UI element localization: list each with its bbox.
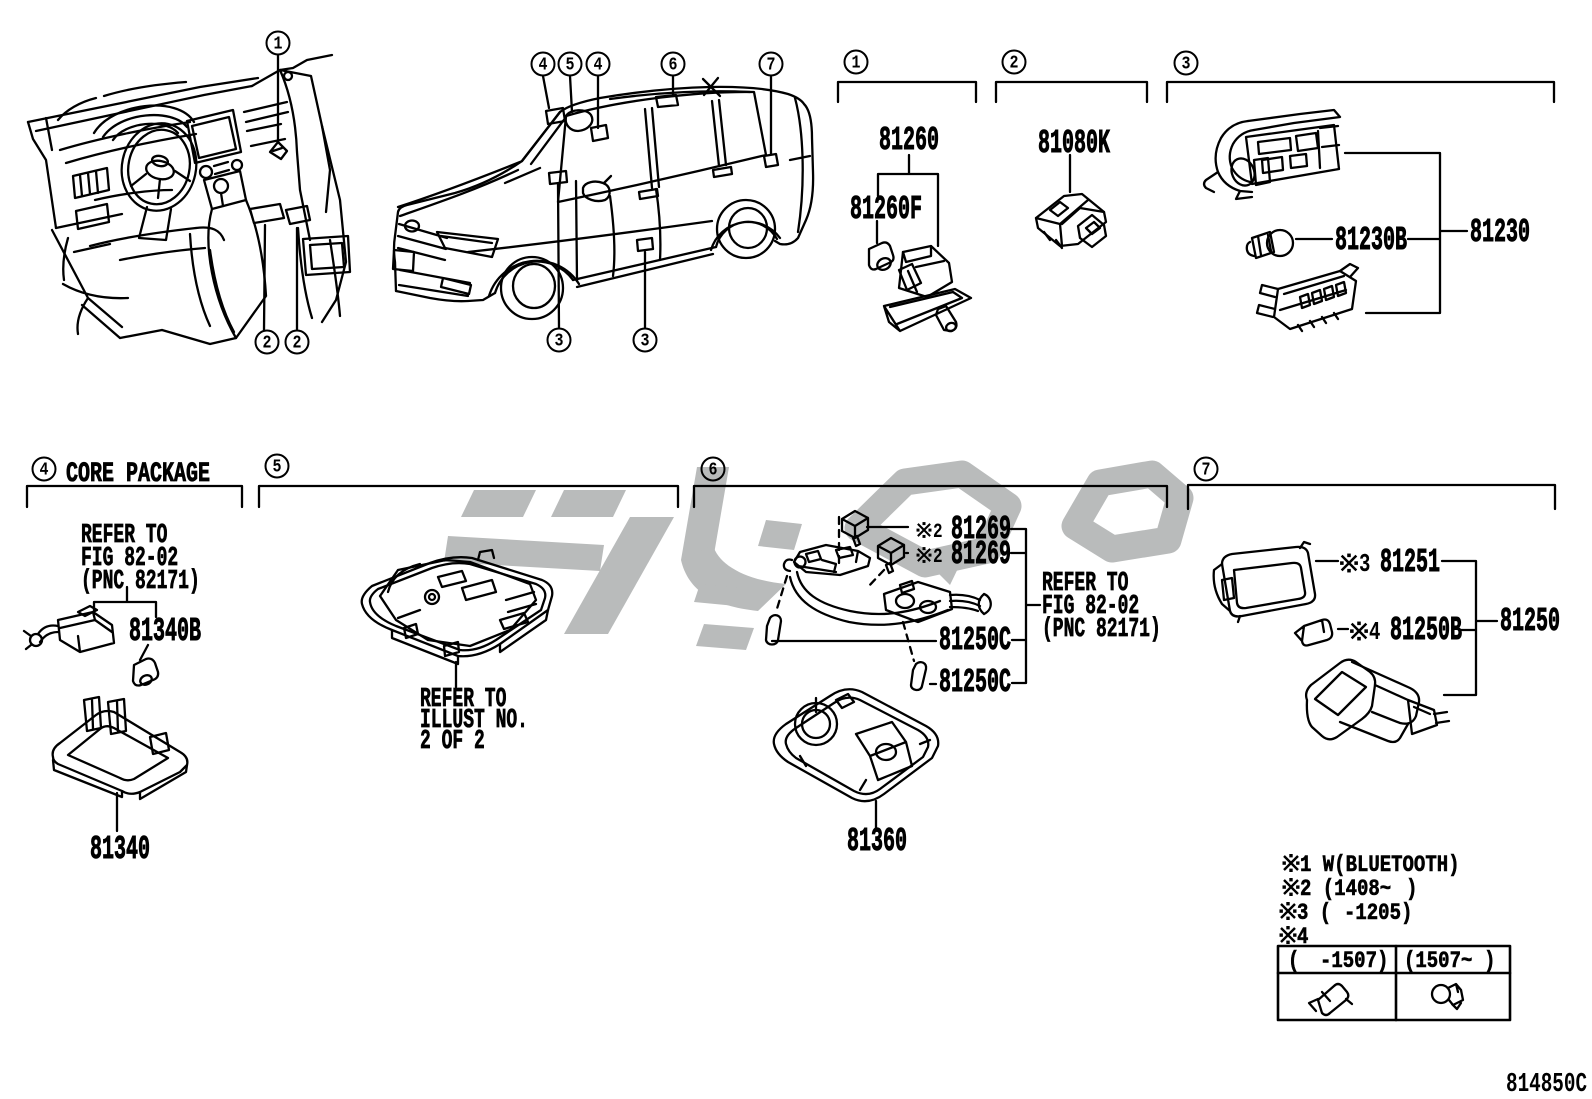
svg-text:4: 4 — [538, 55, 547, 76]
svg-text:2 (1408~: 2 (1408~ — [1300, 878, 1391, 903]
svg-text:CORE PACKAGE: CORE PACKAGE — [66, 459, 210, 490]
svg-text:6: 6 — [668, 55, 677, 76]
svg-text:2: 2 — [933, 547, 943, 569]
svg-text:81251: 81251 — [1380, 544, 1440, 581]
svg-text:4: 4 — [1297, 926, 1308, 951]
svg-text:): ) — [1484, 950, 1495, 975]
svg-text:5: 5 — [565, 55, 574, 76]
svg-text:81250: 81250 — [1500, 603, 1560, 640]
svg-text:-1507): -1507) — [1320, 950, 1388, 975]
svg-text:3: 3 — [640, 331, 649, 352]
svg-text:(PNC 82171): (PNC 82171) — [81, 566, 200, 597]
svg-text:81080K: 81080K — [1038, 125, 1110, 162]
svg-text:REFER TO: REFER TO — [420, 684, 506, 715]
svg-text:81230: 81230 — [1470, 214, 1530, 251]
svg-text:2: 2 — [292, 333, 301, 354]
svg-text:81260: 81260 — [879, 122, 939, 159]
svg-text:81230B: 81230B — [1335, 222, 1407, 259]
svg-text:7: 7 — [766, 55, 775, 76]
svg-text:1 W(BLUETOOTH): 1 W(BLUETOOTH) — [1300, 854, 1459, 879]
svg-text:81340: 81340 — [90, 831, 150, 868]
svg-text:81269: 81269 — [951, 511, 1011, 548]
svg-text:814850C: 814850C — [1506, 1069, 1587, 1099]
svg-text:(PNC 82171): (PNC 82171) — [1042, 614, 1161, 645]
svg-text:4: 4 — [1369, 617, 1380, 647]
svg-text:81260F: 81260F — [850, 191, 922, 228]
svg-text:ILLUST NO.: ILLUST NO. — [420, 705, 528, 736]
svg-text:81360: 81360 — [847, 823, 907, 860]
svg-text:5: 5 — [272, 457, 281, 478]
svg-text:2 OF 2: 2 OF 2 — [420, 726, 485, 757]
svg-text:3: 3 — [1359, 549, 1370, 579]
svg-text:-1205): -1205) — [1344, 902, 1412, 927]
svg-text:81250C: 81250C — [939, 622, 1011, 659]
svg-text:3 (: 3 ( — [1297, 902, 1331, 927]
svg-text:FIG 82-02: FIG 82-02 — [1042, 591, 1139, 622]
svg-text:7: 7 — [1201, 460, 1210, 481]
svg-text:FIG 82-02: FIG 82-02 — [81, 543, 178, 574]
svg-text:(: ( — [1288, 950, 1299, 975]
svg-text:(1507~: (1507~ — [1404, 950, 1472, 975]
svg-text:): ) — [1406, 878, 1417, 903]
svg-text:1: 1 — [273, 34, 282, 55]
svg-text:4: 4 — [593, 55, 602, 76]
svg-text:6: 6 — [708, 460, 717, 481]
svg-text:3: 3 — [1181, 54, 1190, 75]
svg-text:REFER TO: REFER TO — [1042, 568, 1128, 599]
svg-text:81250C: 81250C — [939, 664, 1011, 701]
svg-text:81269: 81269 — [951, 536, 1011, 573]
svg-text:2: 2 — [262, 333, 271, 354]
svg-text:81250B: 81250B — [1390, 612, 1462, 649]
svg-text:81340B: 81340B — [129, 613, 201, 650]
svg-text:1: 1 — [851, 53, 860, 74]
svg-text:4: 4 — [39, 460, 48, 481]
svg-text:REFER TO: REFER TO — [81, 520, 167, 551]
svg-text:2: 2 — [933, 522, 943, 544]
svg-text:3: 3 — [554, 331, 563, 352]
svg-text:2: 2 — [1009, 53, 1018, 74]
